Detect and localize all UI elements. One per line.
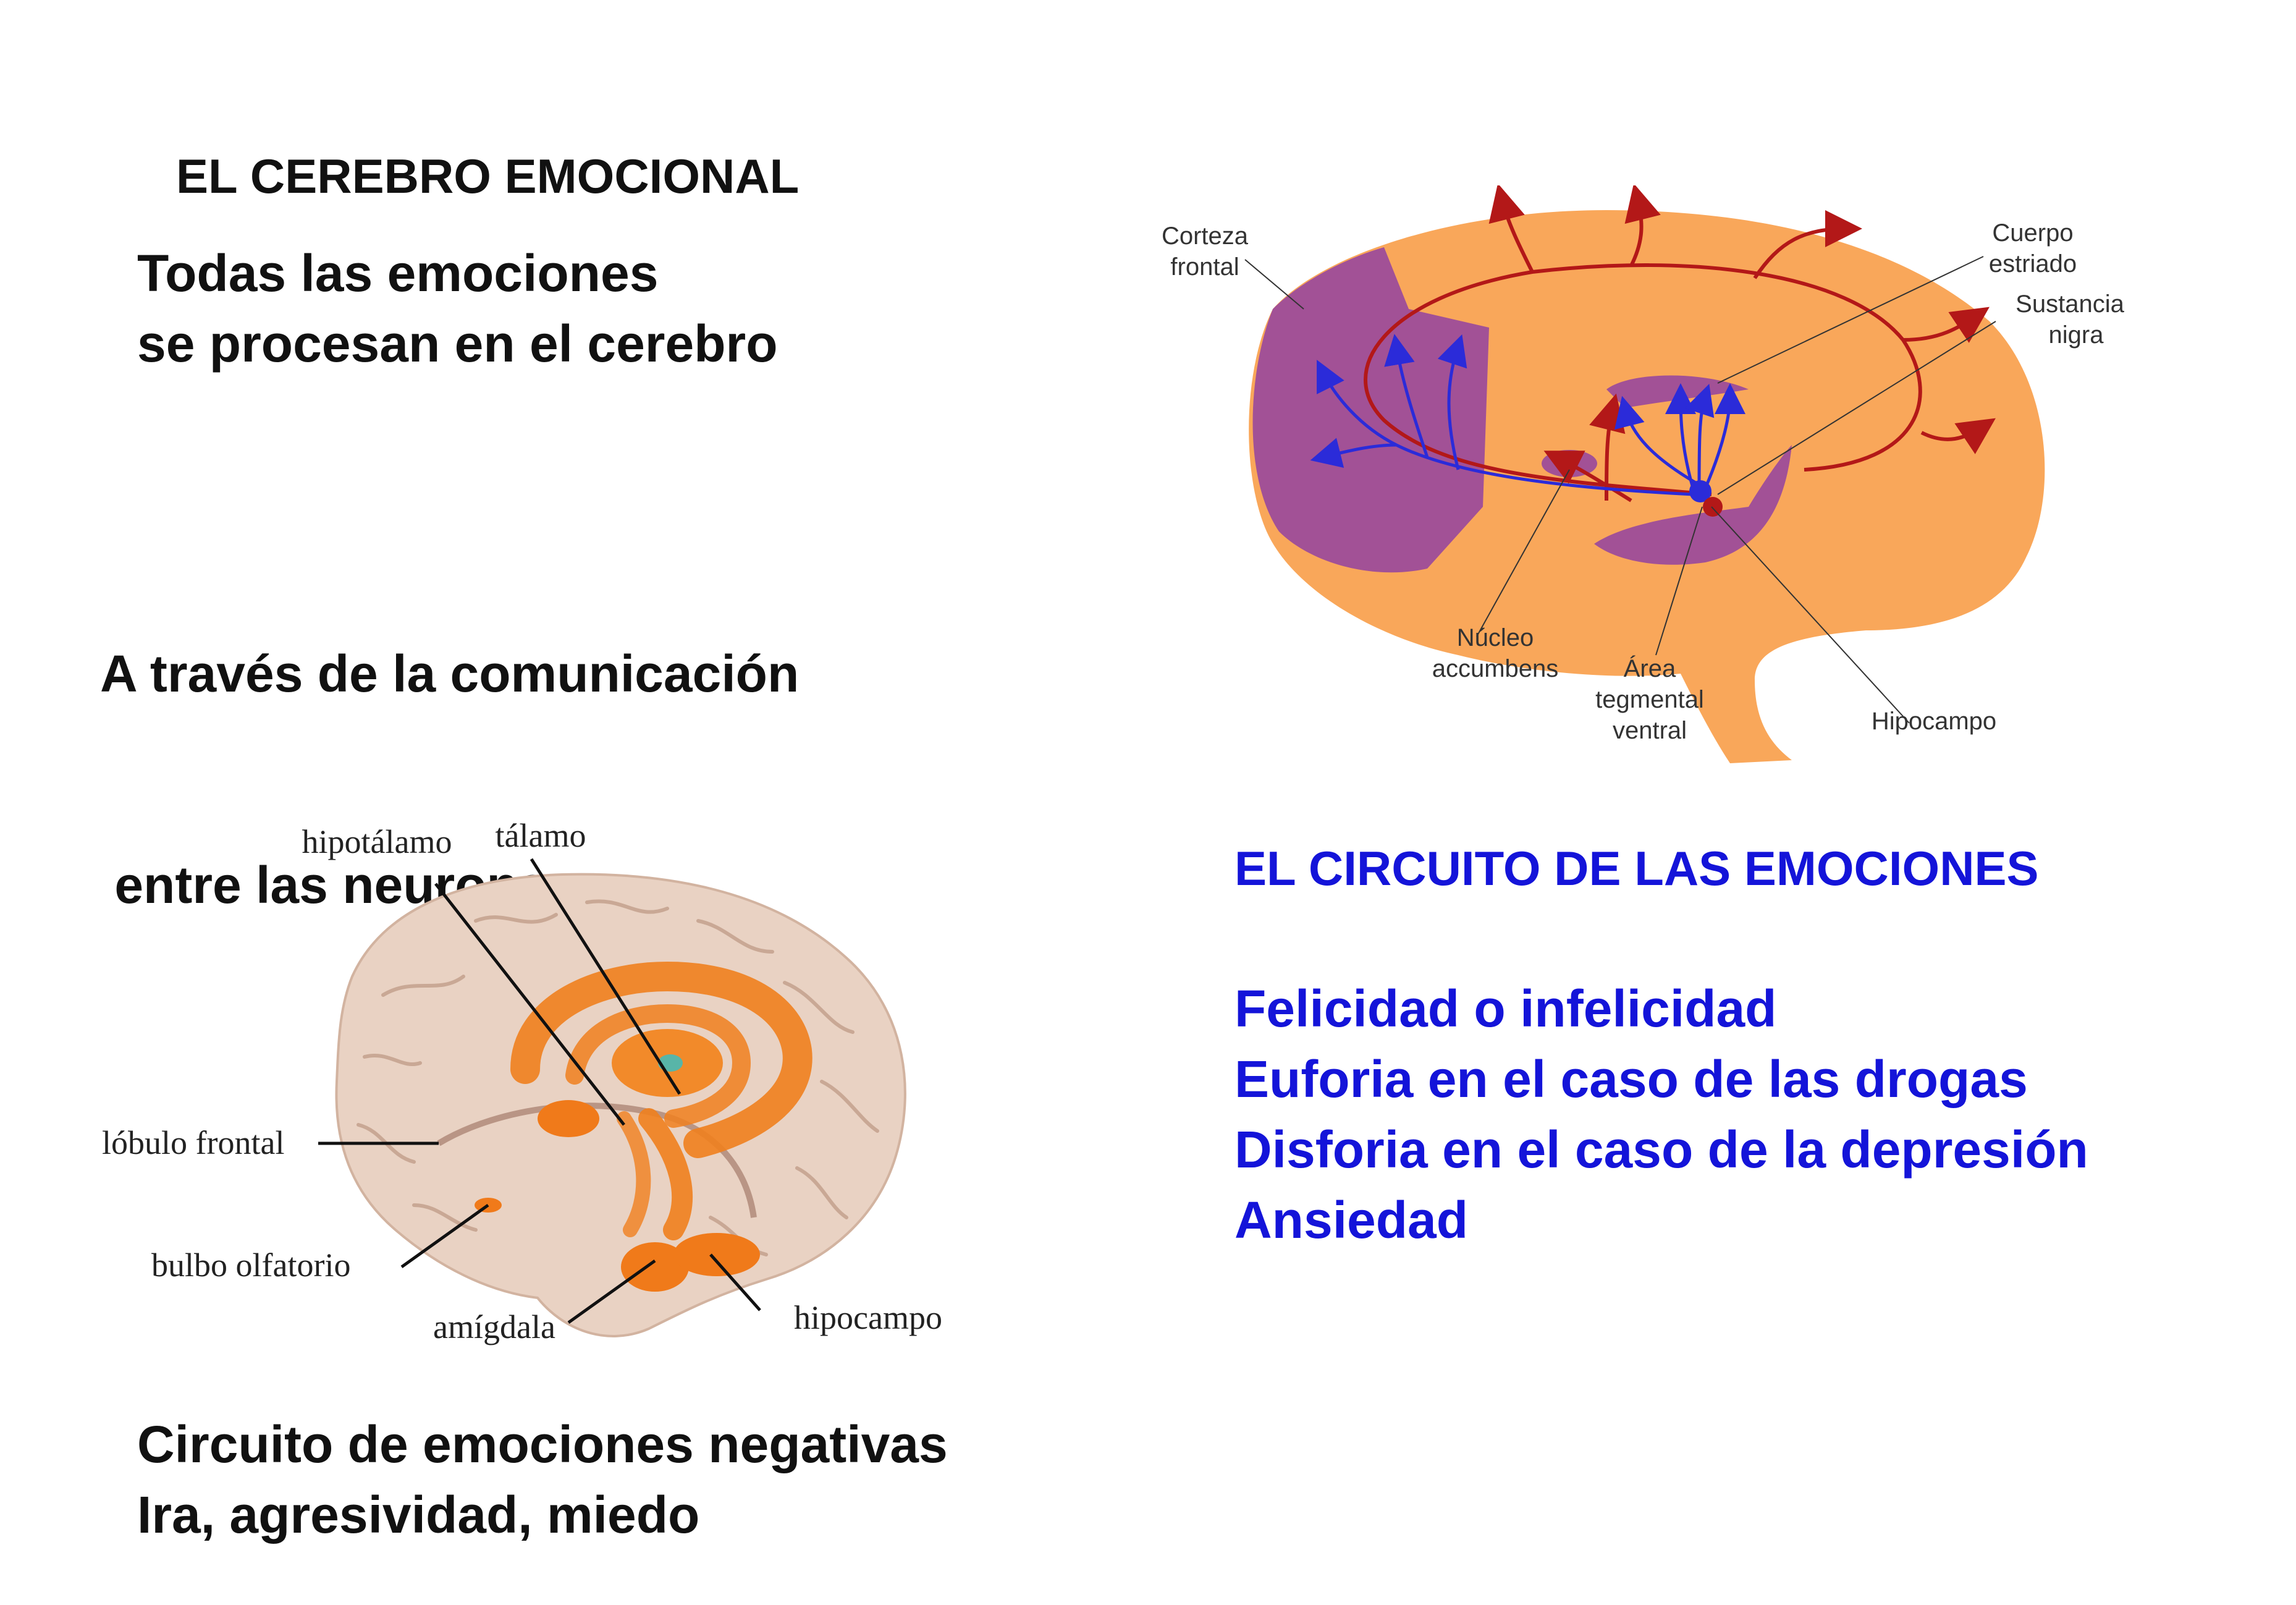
limbic-system-diagram: tálamo hipotálamo lóbulo frontal bulbo o… bbox=[102, 817, 942, 1345]
intro-line-1: Todas las emociones bbox=[137, 244, 659, 302]
label-sustancia-1: Sustancia bbox=[2015, 290, 2124, 318]
label-nucleo-1: Núcleo bbox=[1457, 624, 1534, 651]
label-leaders-bottom bbox=[318, 858, 761, 1324]
label-corteza-2: frontal bbox=[1170, 253, 1239, 281]
communication-line-1: A través de la comunicación bbox=[100, 645, 800, 703]
serotonin-pathways bbox=[1310, 334, 1745, 496]
negative-line-1: Circuito de emociones negativas bbox=[137, 1415, 948, 1473]
page-title: EL CEREBRO EMOCIONAL bbox=[176, 149, 800, 203]
label-hipotalamo: hipotálamo bbox=[302, 823, 452, 860]
label-hipocampo-bottom: hipocampo bbox=[794, 1299, 942, 1336]
label-area-2: tegmental bbox=[1595, 686, 1704, 713]
label-bulbo-olfatorio: bulbo olfatorio bbox=[151, 1247, 350, 1284]
emotion-item: Euforia en el caso de las drogas bbox=[1235, 1050, 2028, 1108]
negative-circuit-text: Circuito de emociones negativas Ira, agr… bbox=[137, 1409, 948, 1550]
emotion-list: Felicidad o infelicidad Euforia en el ca… bbox=[1235, 973, 2088, 1255]
label-lobulo-frontal: lóbulo frontal bbox=[102, 1124, 284, 1161]
hippocampus bbox=[673, 1233, 760, 1276]
hypothalamus bbox=[538, 1100, 599, 1137]
label-sustancia-2: nigra bbox=[2049, 321, 2104, 349]
label-nucleo-2: accumbens bbox=[1432, 655, 1559, 682]
emotion-item: Ansiedad bbox=[1235, 1191, 1469, 1249]
label-corteza-1: Corteza bbox=[1162, 222, 1249, 250]
label-area-1: Área bbox=[1624, 654, 1676, 682]
emotion-item: Felicidad o infelicidad bbox=[1235, 980, 1777, 1038]
label-hipocampo-top: Hipocampo bbox=[1872, 708, 1996, 735]
limbic-structures bbox=[510, 961, 812, 1240]
negative-line-2: Ira, agresividad, miedo bbox=[137, 1486, 700, 1544]
reward-circuit-diagram: Corteza frontal Cuerpo estriado Sustanci… bbox=[1162, 185, 2125, 763]
intro-text: Todas las emociones se procesan en el ce… bbox=[137, 238, 778, 379]
hippocampus-region bbox=[1594, 445, 1792, 565]
vta-dot bbox=[1703, 497, 1723, 517]
label-cuerpo-1: Cuerpo bbox=[1992, 219, 2073, 247]
emotion-item: Disforia en el caso de la depresión bbox=[1235, 1120, 2088, 1179]
label-talamo: tálamo bbox=[496, 817, 586, 854]
raphe-nucleus-dot bbox=[1689, 480, 1711, 502]
label-cuerpo-2: estriado bbox=[1989, 250, 2077, 277]
intro-line-2: se procesan en el cerebro bbox=[137, 315, 778, 373]
label-area-3: ventral bbox=[1613, 717, 1687, 744]
label-amigdala: amígdala bbox=[433, 1308, 555, 1345]
circuit-title: EL CIRCUITO DE LAS EMOCIONES bbox=[1235, 841, 2039, 896]
amygdala bbox=[621, 1242, 689, 1292]
frontal-cortex-region bbox=[1252, 247, 1489, 573]
dopamine-pathways bbox=[1364, 185, 1996, 502]
label-leaders bbox=[1244, 256, 1996, 724]
